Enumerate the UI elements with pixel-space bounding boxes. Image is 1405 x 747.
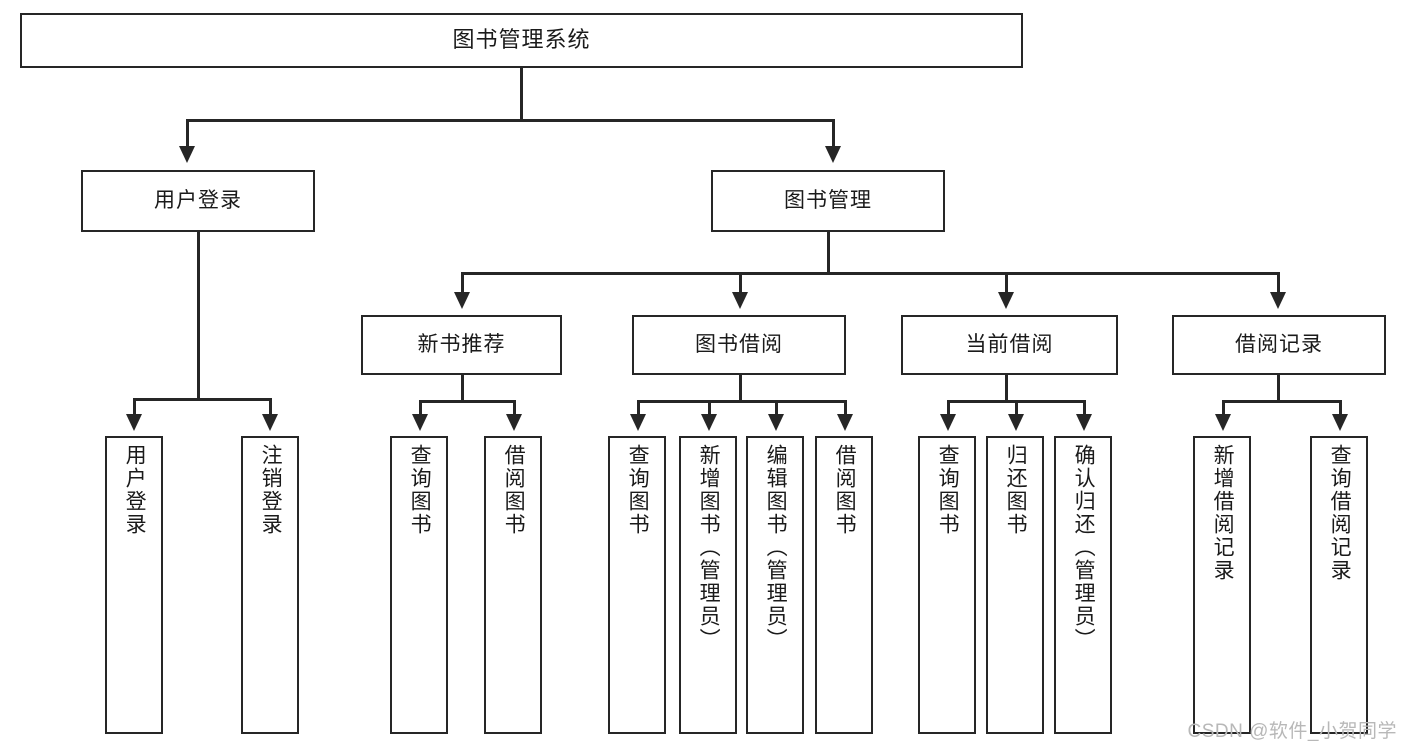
connector-cb-drop-3: [1083, 400, 1086, 416]
node-leaf-query-book-1-label: 查询图书: [408, 444, 432, 536]
node-user-login[interactable]: 用户登录: [81, 170, 315, 232]
connector-bb-drop-4: [844, 400, 847, 416]
node-book-borrow-label: 图书借阅: [695, 333, 783, 357]
node-user-login-label: 用户登录: [154, 189, 242, 213]
connector-borrow-record-bus: [1222, 400, 1341, 403]
node-leaf-return-book-label: 归还图书: [1004, 444, 1028, 536]
node-root-label: 图书管理系统: [452, 27, 591, 53]
node-book-manage[interactable]: 图书管理: [711, 170, 945, 232]
node-book-borrow[interactable]: 图书借阅: [632, 315, 846, 375]
connector-br-drop-1: [1222, 400, 1225, 416]
node-leaf-user-login[interactable]: 用户登录: [105, 436, 163, 734]
connector-bb-drop-2: [708, 400, 711, 416]
connector-to-current-borrow: [1005, 272, 1008, 294]
arrowhead-leaf-borrow-book-2: [837, 414, 853, 431]
connector-new-book-recommend-bus: [419, 400, 515, 403]
arrowhead-leaf-return-book: [1008, 414, 1024, 431]
node-leaf-borrow-book-1[interactable]: 借阅图书: [484, 436, 542, 734]
connector-book-borrow-bus: [637, 400, 846, 403]
connector-root-to-book-manage: [832, 119, 835, 148]
arrowhead-borrow-record: [1270, 292, 1286, 309]
connector-user-login-bus: [133, 398, 269, 401]
node-leaf-user-login-label: 用户登录: [123, 444, 147, 536]
node-leaf-confirm-return-label: 确认归还（管理员）: [1072, 444, 1096, 651]
node-leaf-query-record-label: 查询借阅记录: [1328, 444, 1352, 582]
node-leaf-query-book-3-label: 查询图书: [936, 444, 960, 536]
connector-cb-drop-2: [1015, 400, 1018, 416]
connector-br-drop-2: [1339, 400, 1342, 416]
connector-borrow-record-stem: [1277, 375, 1280, 402]
arrowhead-leaf-query-book-1: [412, 414, 428, 431]
connector-user-login-drop-1: [133, 398, 136, 416]
arrowhead-user-login: [179, 146, 195, 163]
connector-user-login-drop-2: [269, 398, 272, 416]
connector-book-manage-stem: [827, 232, 830, 274]
node-borrow-record-label: 借阅记录: [1235, 333, 1323, 357]
node-current-borrow[interactable]: 当前借阅: [901, 315, 1118, 375]
connector-new-book-recommend-stem: [461, 375, 464, 402]
node-new-book-recommend-label: 新书推荐: [417, 333, 506, 357]
node-current-borrow-label: 当前借阅: [965, 333, 1054, 357]
connector-cb-drop-1: [947, 400, 950, 416]
node-leaf-borrow-book-2[interactable]: 借阅图书: [815, 436, 873, 734]
arrowhead-leaf-query-book-3: [940, 414, 956, 431]
arrowhead-leaf-user-logout: [262, 414, 278, 431]
node-leaf-query-record[interactable]: 查询借阅记录: [1310, 436, 1368, 734]
arrowhead-book-borrow: [732, 292, 748, 309]
connector-book-borrow-stem: [739, 375, 742, 402]
connector-book-manage-bus: [461, 272, 1279, 275]
connector-to-new-book-recommend: [461, 272, 464, 294]
node-leaf-add-book-label: 新增图书（管理员）: [697, 444, 721, 651]
arrowhead-leaf-borrow-book-1: [506, 414, 522, 431]
connector-user-login-stem: [197, 232, 200, 400]
arrowhead-current-borrow: [998, 292, 1014, 309]
node-leaf-query-book-2-label: 查询图书: [626, 444, 650, 536]
connector-root-bus: [186, 119, 834, 122]
arrowhead-leaf-query-record: [1332, 414, 1348, 431]
node-leaf-user-logout[interactable]: 注销登录: [241, 436, 299, 734]
connector-root-stem: [520, 68, 523, 120]
arrowhead-leaf-confirm-return: [1076, 414, 1092, 431]
connector-bb-drop-3: [775, 400, 778, 416]
arrowhead-book-manage: [825, 146, 841, 163]
node-leaf-confirm-return[interactable]: 确认归还（管理员）: [1054, 436, 1112, 734]
connector-bb-drop-1: [637, 400, 640, 416]
node-leaf-add-record-label: 新增借阅记录: [1211, 444, 1235, 582]
connector-nbr-drop-2: [513, 400, 516, 416]
arrowhead-leaf-query-book-2: [630, 414, 646, 431]
node-leaf-edit-book-label: 编辑图书（管理员）: [764, 444, 788, 651]
node-leaf-borrow-book-1-label: 借阅图书: [502, 444, 526, 536]
node-leaf-query-book-3[interactable]: 查询图书: [918, 436, 976, 734]
node-leaf-query-book-2[interactable]: 查询图书: [608, 436, 666, 734]
arrowhead-leaf-edit-book: [768, 414, 784, 431]
connector-nbr-drop-1: [419, 400, 422, 416]
node-leaf-query-book-1[interactable]: 查询图书: [390, 436, 448, 734]
node-new-book-recommend[interactable]: 新书推荐: [361, 315, 562, 375]
node-leaf-return-book[interactable]: 归还图书: [986, 436, 1044, 734]
arrowhead-leaf-user-login: [126, 414, 142, 431]
connector-root-to-user-login: [186, 119, 189, 148]
arrowhead-leaf-add-record: [1215, 414, 1231, 431]
node-borrow-record[interactable]: 借阅记录: [1172, 315, 1386, 375]
node-leaf-add-book[interactable]: 新增图书（管理员）: [679, 436, 737, 734]
node-leaf-user-logout-label: 注销登录: [259, 444, 283, 536]
node-leaf-borrow-book-2-label: 借阅图书: [833, 444, 857, 536]
connector-current-borrow-stem: [1005, 375, 1008, 402]
arrowhead-leaf-add-book: [701, 414, 717, 431]
node-book-manage-label: 图书管理: [784, 189, 872, 213]
node-root[interactable]: 图书管理系统: [20, 13, 1023, 68]
arrowhead-new-book-recommend: [454, 292, 470, 309]
node-leaf-add-record[interactable]: 新增借阅记录: [1193, 436, 1251, 734]
connector-to-borrow-record: [1277, 272, 1280, 294]
connector-to-book-borrow: [739, 272, 742, 294]
node-leaf-edit-book[interactable]: 编辑图书（管理员）: [746, 436, 804, 734]
